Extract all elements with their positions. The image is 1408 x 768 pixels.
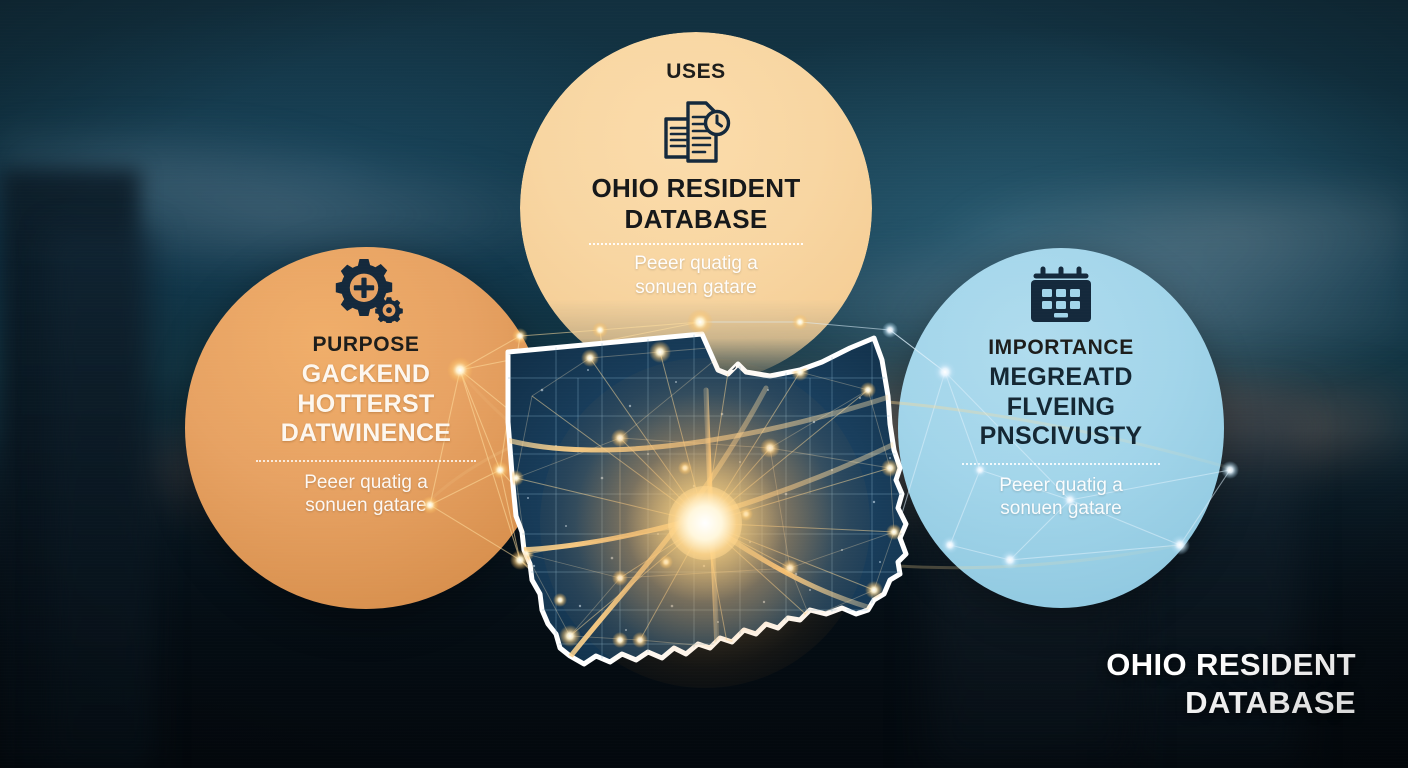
background-vignette [0, 0, 1408, 768]
infographic-canvas: PURPOSE GACKEND HOTTERST DATWINENCE Peee… [0, 0, 1408, 768]
